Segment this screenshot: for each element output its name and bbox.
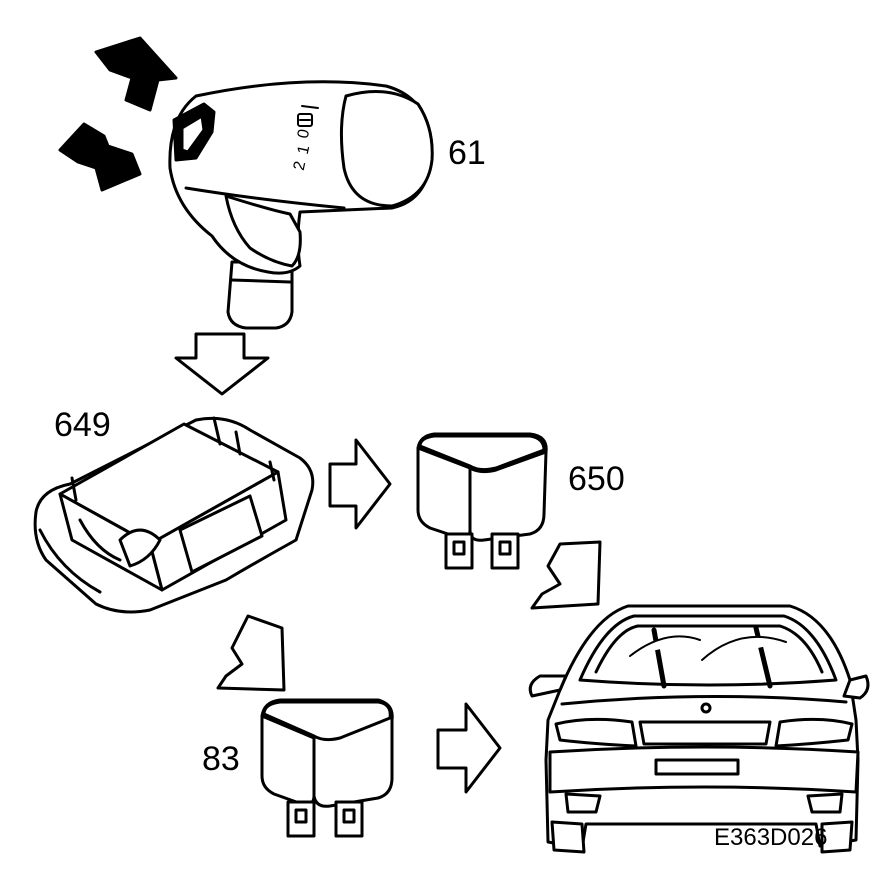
control-module — [33, 416, 315, 614]
relay-83-label: 83 — [202, 740, 240, 778]
flow-arrow-icon — [174, 332, 602, 794]
wiper-symbol-icon — [297, 105, 319, 127]
up-arrow-icon — [94, 36, 178, 112]
relay-650-label: 650 — [568, 460, 625, 498]
relay-83 — [260, 698, 394, 838]
car-front — [528, 604, 870, 854]
relay-650 — [416, 432, 548, 570]
down-arrow-icon — [58, 122, 142, 192]
figure-reference: E363D026 — [714, 824, 828, 851]
stalk-label: 61 — [448, 134, 486, 172]
wiper-stalk — [168, 80, 434, 330]
control-module-label: 649 — [54, 406, 111, 444]
